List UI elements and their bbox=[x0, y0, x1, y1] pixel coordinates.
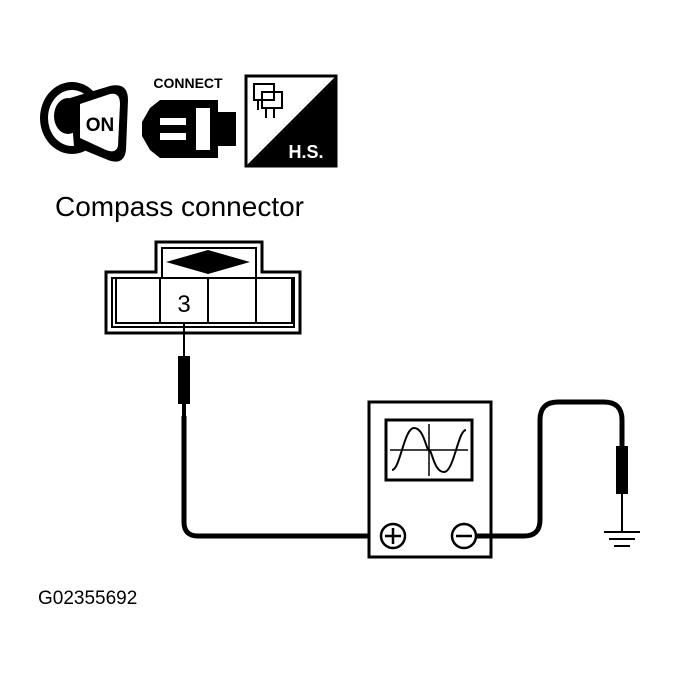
negative-probe bbox=[616, 446, 628, 530]
pin-cell bbox=[255, 277, 293, 324]
ignition-on-label: ON bbox=[86, 115, 115, 136]
pin-cell-3 bbox=[159, 277, 209, 324]
voltmeter bbox=[367, 400, 493, 559]
positive-lead-wire bbox=[181, 416, 376, 539]
figure-id: G02355692 bbox=[38, 588, 137, 609]
pin-cell bbox=[207, 277, 257, 324]
pin-cell bbox=[115, 277, 161, 324]
sine-waveform bbox=[391, 426, 467, 474]
positive-probe bbox=[178, 322, 190, 416]
ignition-key-on-icon: ON bbox=[40, 82, 128, 162]
harness-plug-icon bbox=[253, 83, 283, 118]
hs-label: H.S. bbox=[288, 142, 323, 162]
connect-plug-icon: CONNECT bbox=[142, 75, 236, 158]
ground-icon bbox=[604, 522, 640, 547]
negative-lead-wire bbox=[476, 399, 625, 539]
connect-label: CONNECT bbox=[153, 75, 223, 91]
harness-hs-icon: H.S. bbox=[244, 74, 338, 168]
compass-connector: 3 bbox=[104, 240, 302, 335]
minus-terminal-icon bbox=[450, 522, 478, 550]
pin-number-label: 3 bbox=[177, 291, 190, 318]
plus-terminal-icon bbox=[379, 522, 407, 550]
connector-latch bbox=[166, 250, 250, 274]
connector-title: Compass connector bbox=[55, 191, 304, 222]
